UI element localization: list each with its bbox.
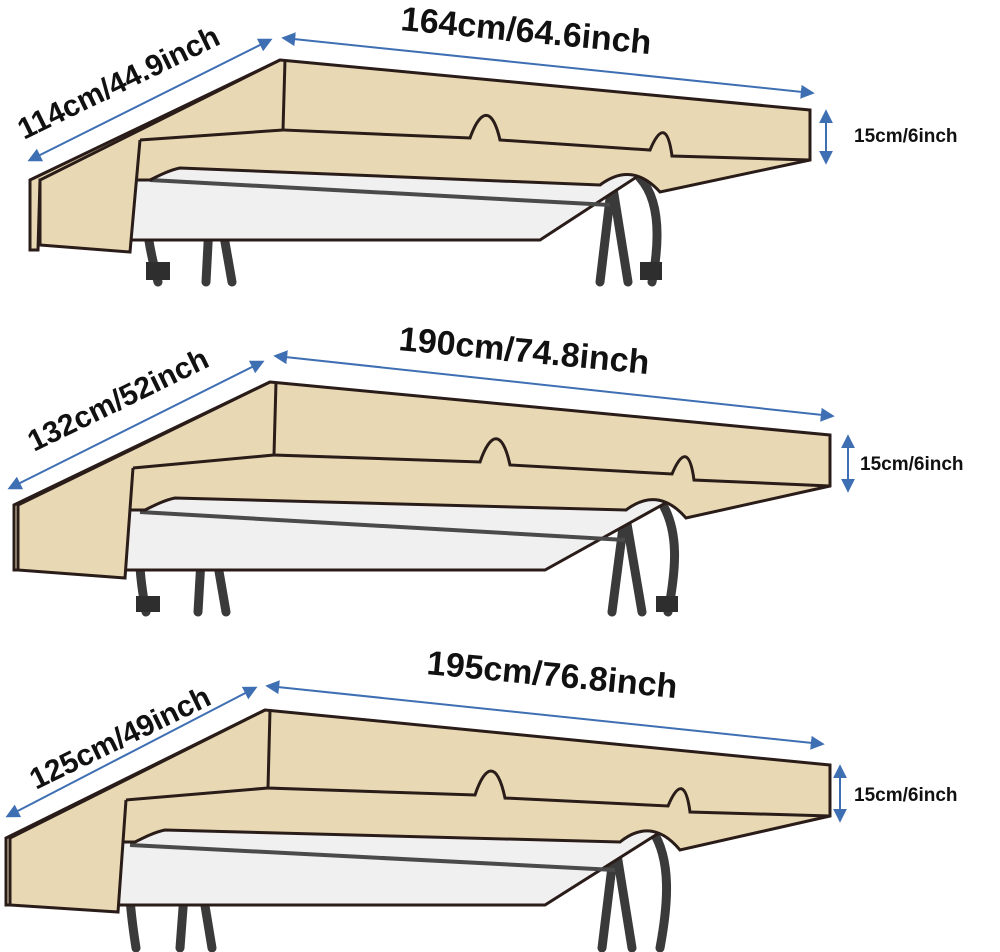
width-label-1: 164cm/64.6inch	[399, 0, 653, 62]
dimension-arrows	[5, 32, 855, 823]
canopy-front-flap-2	[272, 381, 831, 488]
height-label-2: 15cm/6inch	[860, 454, 964, 475]
canopy-panel-2	[12, 380, 832, 617]
canopy-panel-1	[28, 58, 812, 287]
canopy-front-flap-3	[266, 709, 831, 818]
height-label-1: 15cm/6inch	[854, 126, 958, 147]
canopy-rail-2	[139, 510, 626, 542]
width-arrow-3	[265, 680, 825, 750]
canopy-front-flap-1	[281, 59, 811, 162]
width-arrow-1	[281, 32, 815, 99]
depth-arrow-2	[7, 360, 265, 490]
canopy-rail-1	[149, 178, 611, 207]
height-label-3: 15cm/6inch	[854, 785, 958, 806]
width-arrow-2	[273, 350, 835, 422]
width-label-3: 195cm/76.8inch	[425, 644, 679, 706]
canopy-rail-3	[129, 843, 616, 872]
depth-arrow-3	[5, 686, 258, 818]
depth-arrow-1	[27, 38, 273, 162]
